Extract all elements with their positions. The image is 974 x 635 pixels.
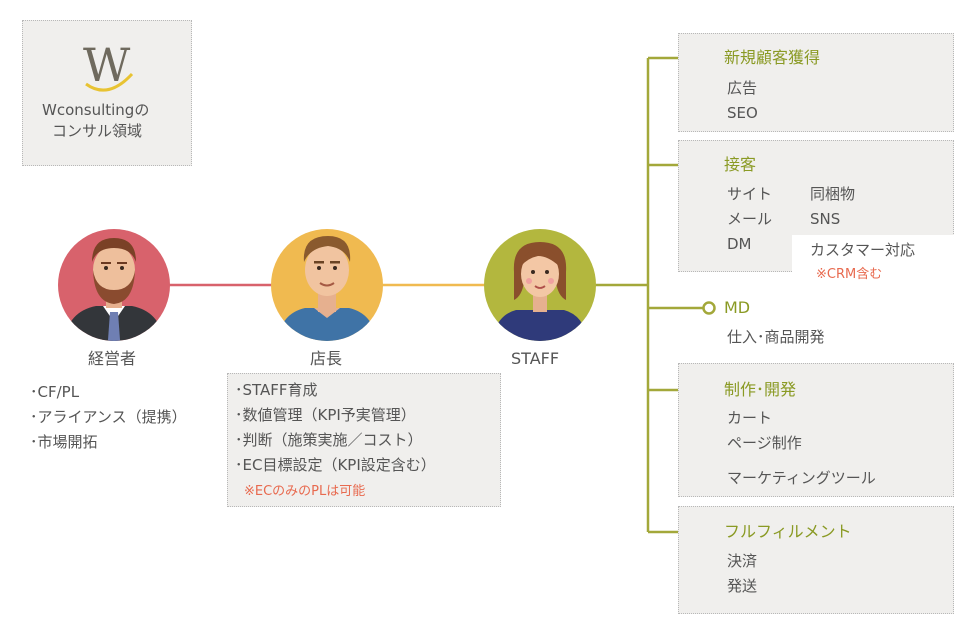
manager-item: ･数値管理（KPI予実管理） xyxy=(235,403,416,428)
service-extra: カスタマー対応 xyxy=(810,238,915,263)
manager-note: ※ECのみのPLは可能 xyxy=(244,479,365,504)
owner-item: ･市場開拓 xyxy=(30,430,98,455)
owner-avatar xyxy=(58,229,170,345)
production-item: カート xyxy=(727,406,772,431)
service-item: DM xyxy=(727,232,752,257)
fulfillment-item: 決済 xyxy=(727,549,757,574)
acquisition-item: SEO xyxy=(727,101,758,126)
service-title: 接客 xyxy=(724,152,756,177)
service-item: 同梱物 xyxy=(810,182,855,207)
service-note: ※CRM含む xyxy=(816,262,882,287)
manager-item: ･STAFF育成 xyxy=(235,378,318,403)
acquisition-item: 広告 xyxy=(727,76,757,101)
production-item: マーケティングツール xyxy=(727,466,876,491)
owner-item: ･アライアンス（提携） xyxy=(30,405,187,430)
fulfillment-title: フルフィルメント xyxy=(724,519,852,544)
manager-label: 店長 xyxy=(310,346,342,371)
manager-item: ･EC目標設定（KPI設定含む） xyxy=(235,453,436,478)
md-title: MD xyxy=(724,295,750,320)
manager-avatar xyxy=(271,229,383,345)
acquisition-title: 新規顧客獲得 xyxy=(724,45,820,70)
node-md xyxy=(704,303,715,314)
md-item: 仕入･商品開発 xyxy=(727,325,825,350)
production-item: ページ制作 xyxy=(727,431,802,456)
owner-item: ･CF/PL xyxy=(30,380,79,405)
production-title: 制作･開発 xyxy=(724,377,796,402)
manager-item: ･判断（施策実施／コスト） xyxy=(235,428,423,453)
fulfillment-item: 発送 xyxy=(727,574,757,599)
staff-label: STAFF xyxy=(511,346,559,371)
owner-label: 経営者 xyxy=(88,346,136,371)
service-item: メール xyxy=(727,207,772,232)
staff-avatar xyxy=(484,229,596,345)
service-item: サイト xyxy=(727,182,772,207)
service-item: SNS xyxy=(810,207,840,232)
